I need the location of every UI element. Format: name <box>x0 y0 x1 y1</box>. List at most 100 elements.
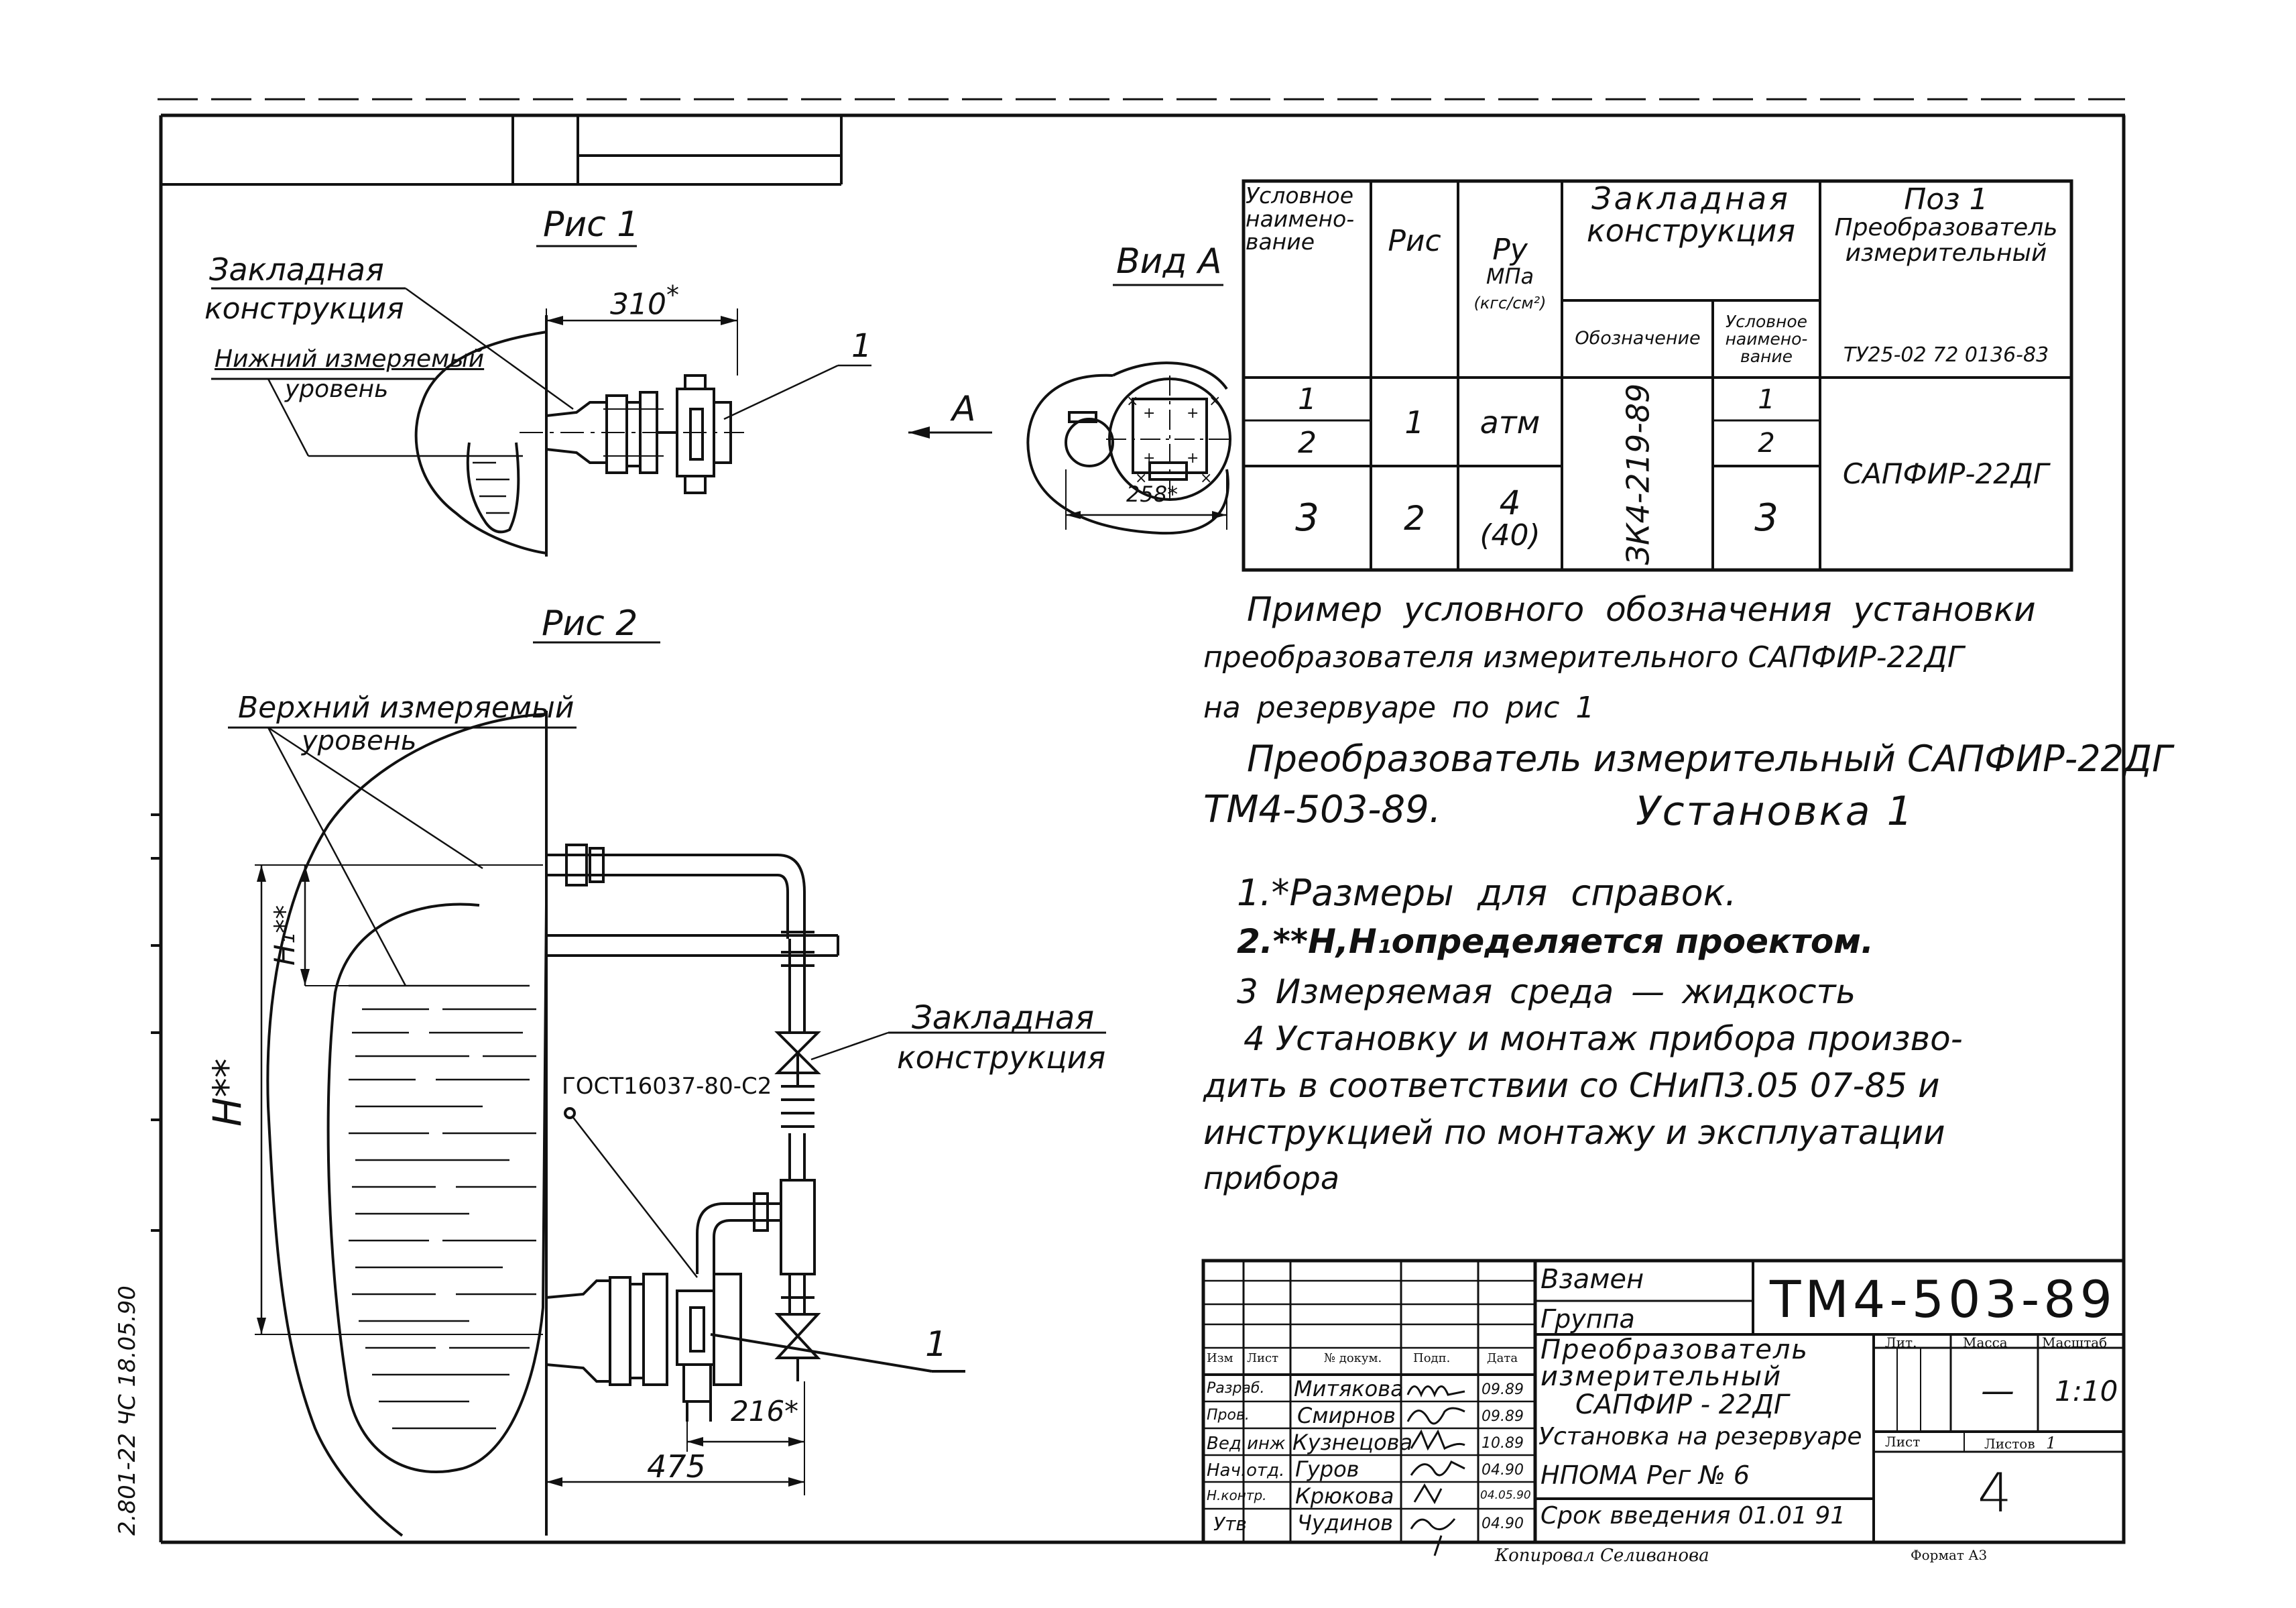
tb-deadline: Срок введения 01.01 91 <box>1540 1502 1846 1530</box>
table-fig-2: 2 <box>1404 498 1425 538</box>
table-header-embedded-l2: конструкция <box>1586 213 1796 249</box>
table-embedded-cond-1: 1 <box>1758 384 1775 415</box>
table-header-py-l3: (кгс/см²) <box>1473 293 1547 312</box>
tb-name-5: Крюкова <box>1295 1483 1394 1509</box>
note-3: 3 Измеряемая среда — жидкость <box>1237 972 1856 1011</box>
table-header-py-l1: Ру <box>1492 233 1528 267</box>
svg-text:×: × <box>1200 470 1212 487</box>
table-designation-value: ЗК4-219-89 <box>1563 379 1712 569</box>
tb-name-l1: Преобразователь <box>1540 1334 1809 1365</box>
margin-stamp: 2.801-22 ЧС 18.05.90 <box>114 1285 141 1536</box>
table-header-embedded-l1: Закладная <box>1591 180 1791 217</box>
table-row-3-cond: 3 <box>1295 496 1319 540</box>
fig2-dim-475: 475 <box>647 1448 706 1485</box>
table-embedded-cond-3: 3 <box>1754 496 1778 540</box>
note-example-l4: Преобразователь измерительный САПФИР-22Д… <box>1247 738 2173 780</box>
note-example-l2: преобразователя измерительного САПФИР-22… <box>1203 640 1964 675</box>
tb-name-l3: САПФИР - 22ДГ <box>1575 1389 1789 1420</box>
tb-date-1: 09.89 <box>1482 1381 1524 1398</box>
tb-col-sheet: Лист <box>1247 1351 1279 1365</box>
tb-role-5: Н.контр. <box>1207 1487 1267 1503</box>
tb-col-doc: № докум. <box>1324 1351 1382 1365</box>
table-header-py-l2: МПа <box>1486 264 1534 290</box>
tb-mass-value: — <box>1981 1371 2014 1410</box>
note-example-l5b: Установка 1 <box>1636 788 1915 835</box>
tb-name-2: Смирнов <box>1297 1403 1396 1428</box>
fig2-title: Рис 2 <box>542 604 638 644</box>
tb-role-6: Утв <box>1213 1513 1247 1535</box>
table-fig-1: 1 <box>1404 404 1425 441</box>
tb-col-date: Дата <box>1487 1351 1518 1365</box>
table-py-40: (40) <box>1479 518 1540 553</box>
table-header-designation: Обозначение <box>1575 327 1701 349</box>
fig2-upper-level-l2: уровень <box>302 726 417 756</box>
table-py-4-40: 4 (40) <box>1458 467 1562 569</box>
note-4-l3: инструкцией по монтажу и эксплуатации <box>1203 1113 1945 1152</box>
tb-role-2: Пров. <box>1207 1407 1250 1424</box>
table-header-cond-name-l1: Условное <box>1246 182 1354 209</box>
fig1-dim-310-value: 310 <box>610 287 666 322</box>
table-embedded-cond-2: 2 <box>1758 428 1775 459</box>
tb-group: Группа <box>1540 1304 1635 1334</box>
fig1-lower-level-l2: уровень <box>285 376 389 403</box>
fig2-dim-216: 216* <box>731 1395 799 1428</box>
table-header-cond-name-2-l1: Условное <box>1725 311 1807 331</box>
table-header-pos1-l1: Поз 1 <box>1904 182 1988 217</box>
svg-text:+: + <box>1143 405 1155 422</box>
note-example-l1: Пример условного обозначения установки <box>1247 590 2036 629</box>
tb-name-6: Чудинов <box>1297 1510 1394 1536</box>
tb-format: Формат А3 <box>1911 1547 1988 1563</box>
note-example-l5a: ТМ4-503-89. <box>1203 788 1441 831</box>
fig2-dim-h: H** <box>204 1058 250 1127</box>
tb-date-3: 10.89 <box>1482 1435 1524 1452</box>
table-header-cond-name-2: Условное наимено- вание <box>1714 302 1819 377</box>
tb-date-5: 04.05.90 <box>1480 1489 1531 1502</box>
table-designation-text: ЗК4-219-89 <box>1619 383 1656 565</box>
tb-copied-by: Копировал Селиванова <box>1495 1546 1709 1566</box>
fig1-lower-level-l1: Нижний измеряемый <box>215 345 485 373</box>
note-4-l2: дить в соответствии со СНиП3.05 07-85 и <box>1203 1066 1940 1105</box>
tb-organization: НПОМА Рег № 6 <box>1540 1460 1750 1490</box>
note-4-l1: 4 Установку и монтаж прибора произво- <box>1244 1019 1963 1058</box>
table-header-cond-name-2-l3: вание <box>1740 347 1793 367</box>
table-py-4: 4 <box>1499 483 1521 522</box>
tb-document-code: ТМ4-503-89 <box>1770 1269 2116 1329</box>
note-example-l3: на резервуаре по рис 1 <box>1203 691 1595 725</box>
note-4-l4: прибора <box>1203 1160 1340 1196</box>
svg-text:+: + <box>1187 450 1199 467</box>
tb-date-4: 04.90 <box>1482 1462 1524 1479</box>
table-header-embedded: Закладная конструкция <box>1562 182 1820 300</box>
tb-name-1: Митякова <box>1294 1376 1404 1401</box>
svg-text:×: × <box>1135 470 1147 487</box>
table-header-pos1-l2: Преобразователь <box>1834 214 2058 242</box>
table-header-cond-name-2-l2: наимено- <box>1725 329 1808 349</box>
fig2-embedded-label-l1: Закладная <box>912 999 1095 1037</box>
fig1-embedded-label-l2: конструкция <box>204 292 404 326</box>
tb-name-l4: Установка на резервуаре <box>1538 1423 1862 1450</box>
tb-date-2: 09.89 <box>1482 1408 1524 1425</box>
tb-replaces: Взамен <box>1540 1264 1644 1295</box>
fig1-title: Рис 1 <box>543 205 640 245</box>
fig2-dim-h1: H₁** <box>268 905 301 966</box>
view-a-dim-258: 258* <box>1126 481 1179 507</box>
svg-text:×: × <box>1209 393 1221 410</box>
fig1-position-1: 1 <box>851 327 872 365</box>
table-device-name: САПФИР-22ДГ <box>1842 457 2049 490</box>
note-2: 2.**Н,Н₁определяется проектом. <box>1237 922 1874 961</box>
svg-text:×: × <box>1126 393 1138 410</box>
tb-role-4: Нач.отд. <box>1207 1460 1285 1481</box>
view-a-title: Вид А <box>1116 241 1222 282</box>
table-row-2-cond: 2 <box>1298 425 1317 460</box>
tb-sheet-number: 4 <box>1978 1462 2012 1524</box>
fig1-arrow-a-label: A <box>952 389 976 429</box>
table-row-1-cond: 1 <box>1298 382 1317 416</box>
tb-col-sign: Подп. <box>1413 1351 1451 1365</box>
fig1-dim-310: 310* <box>610 280 679 322</box>
tb-sheet-label: Лист <box>1885 1434 1921 1450</box>
table-header-pos1: Поз 1 Преобразователь измерительный <box>1821 184 2071 302</box>
table-header-cond-name-l2: наимено- <box>1246 205 1355 232</box>
tb-name-l2: измерительный <box>1540 1361 1783 1392</box>
table-header-fig: Рис <box>1388 223 1441 258</box>
